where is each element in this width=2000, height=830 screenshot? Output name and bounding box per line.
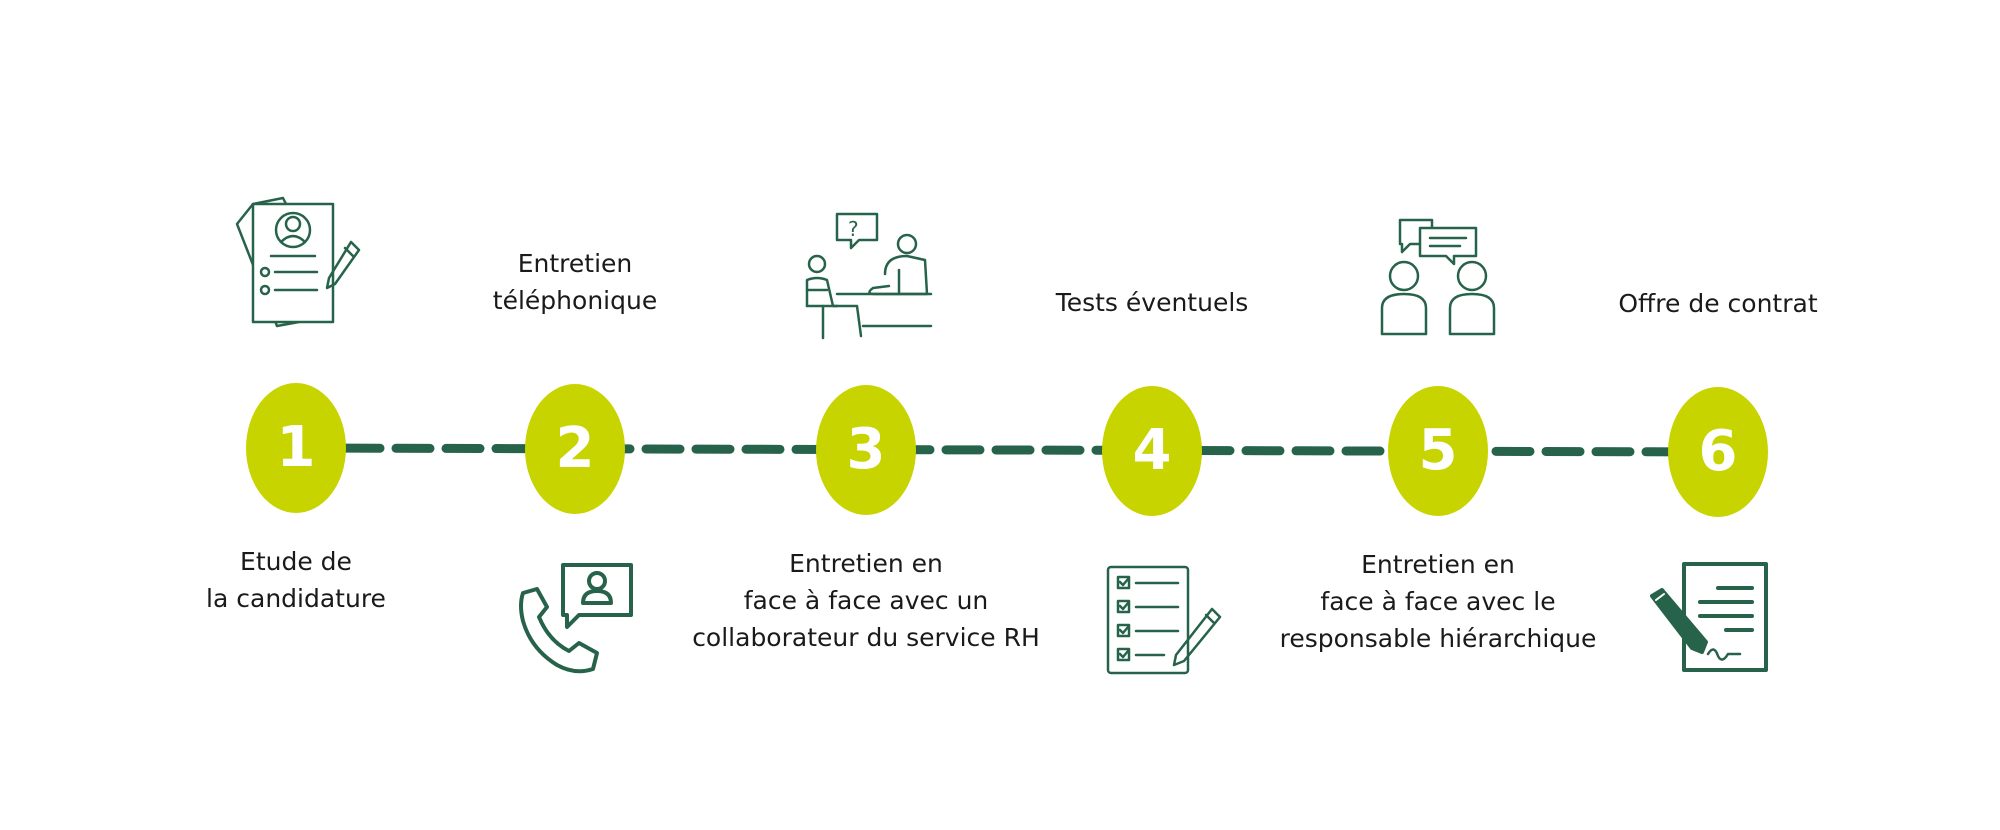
- step-label: Entretien en face à face avec un collabo…: [692, 549, 1040, 652]
- step-number: 4: [1132, 418, 1172, 483]
- step-label: Offre de contrat: [1618, 289, 1818, 318]
- step-circle: 6: [1668, 387, 1768, 517]
- step-number: 6: [1698, 419, 1738, 484]
- svg-text:?: ?: [848, 217, 859, 241]
- phone-contact-icon: [517, 561, 637, 676]
- step-number: 5: [1418, 418, 1458, 483]
- interview-desk-icon: ?: [803, 210, 933, 340]
- step-number: 3: [846, 417, 886, 482]
- step-number: 2: [555, 416, 595, 481]
- step-circle: 5: [1388, 386, 1488, 516]
- step-label: Etude de la candidature: [206, 547, 386, 613]
- checklist-pencil-icon: [1104, 563, 1224, 678]
- step-circle: 2: [525, 384, 625, 514]
- step-label: Tests éventuels: [1055, 288, 1249, 317]
- step-label: Entretien en face à face avec le respons…: [1279, 550, 1597, 653]
- step-label: Entretien téléphonique: [492, 249, 658, 315]
- contract-signing-icon: [1648, 560, 1773, 675]
- step-circle: 4: [1102, 386, 1202, 516]
- step-number: 1: [276, 415, 316, 480]
- resume-document-pen-icon: [231, 190, 361, 330]
- step-circle: 1: [246, 383, 346, 513]
- step-circle: 3: [816, 385, 916, 515]
- two-people-chat-icon: [1380, 218, 1500, 338]
